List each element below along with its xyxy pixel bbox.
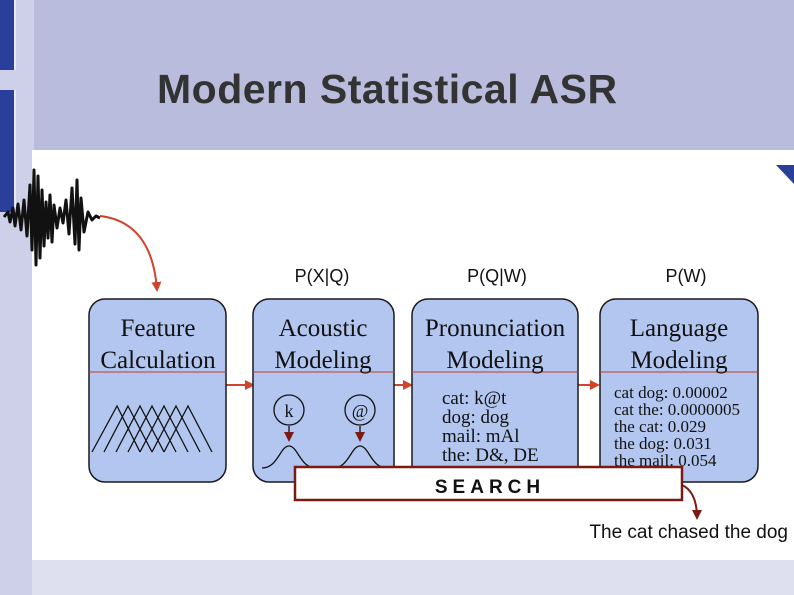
phone-state-at xyxy=(344,394,376,426)
gaussian-curve-k xyxy=(261,445,317,469)
search-box: SEARCH xyxy=(293,465,684,502)
ngram-entry-1: cat dog: 0.00002 xyxy=(614,383,728,402)
acoustic-modeling-box: Acoustic Modeling k @ xyxy=(252,298,395,483)
feature-calculation-box: Feature Calculation xyxy=(88,298,227,483)
language-modeling-box: Language Modeling cat dog: 0.00002 cat t… xyxy=(599,298,759,483)
ngram-entry-4: the dog: 0.031 xyxy=(614,434,712,453)
pronunciation-line1: Pronunciation xyxy=(425,315,566,342)
mel-filterbank-icon xyxy=(91,404,213,453)
pronunciation-line2: Modeling xyxy=(446,347,544,374)
acoustic-line1: Acoustic xyxy=(279,315,368,342)
lexicon-entry-3: mail: mAl xyxy=(442,426,520,447)
language-line2: Modeling xyxy=(630,347,728,374)
accent-bar-top xyxy=(0,0,16,70)
output-text: The cat chased the dog xyxy=(589,522,788,543)
ngram-entry-2: cat the: 0.0000005 xyxy=(614,400,740,419)
slide-title: Modern Statistical ASR xyxy=(157,66,618,112)
ngram-entry-5: the mail: 0.054 xyxy=(614,451,717,470)
asr-pipeline-diagram: P(X|Q) P(Q|W) P(W) Feature Calculation A… xyxy=(2,165,794,543)
accent-bar-lower xyxy=(0,162,16,212)
feature-line1: Feature xyxy=(121,315,196,342)
acoustic-line2: Modeling xyxy=(274,347,372,374)
gaussian-curve-at xyxy=(332,445,388,469)
phone-k-label: k xyxy=(285,401,294,421)
corner-triangle xyxy=(776,165,794,184)
prob-label-pronunciation: P(Q|W) xyxy=(467,266,527,286)
ngram-entry-3: the cat: 0.029 xyxy=(614,417,706,436)
pronunciation-modeling-box: Pronunciation Modeling cat: k@t dog: dog… xyxy=(411,298,579,483)
accent-bar-middle xyxy=(0,90,16,162)
waveform-to-feature-arrow xyxy=(99,215,162,292)
prob-label-acoustic: P(X|Q) xyxy=(295,266,350,286)
search-to-output-arrow xyxy=(681,484,702,520)
lexicon-entry-1: cat: k@t xyxy=(442,388,507,409)
phone-at-label: @ xyxy=(352,401,369,421)
feature-line2: Calculation xyxy=(100,347,216,374)
search-label: SEARCH xyxy=(435,477,545,498)
prob-label-language: P(W) xyxy=(666,266,707,286)
language-line1: Language xyxy=(630,315,729,342)
lexicon-entry-2: dog: dog xyxy=(442,407,510,428)
speech-waveform xyxy=(2,168,101,267)
bottom-decor-strip xyxy=(32,560,794,595)
phone-state-k xyxy=(273,394,305,426)
lexicon-entry-4: the: D&, DE xyxy=(442,445,539,466)
